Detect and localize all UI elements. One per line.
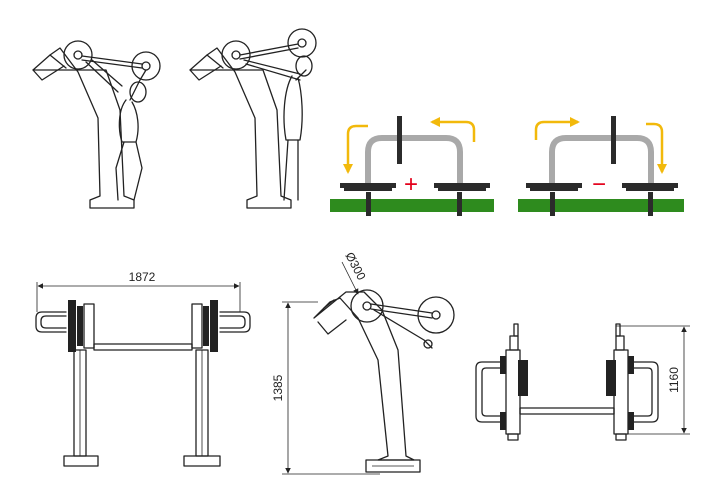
height-dimension-label: 1385	[271, 374, 285, 401]
ground-bar	[518, 199, 684, 212]
usage-figure-end	[189, 28, 317, 209]
increase-symbol: +	[404, 171, 418, 198]
decrease-symbol: −	[592, 171, 606, 198]
load-decrease-indicator: −	[518, 116, 684, 216]
side-view: 1385 Ø300	[271, 250, 455, 475]
ground-bar	[330, 199, 494, 212]
width-dimension-label: 1872	[129, 270, 156, 284]
top-view: 1160	[475, 323, 690, 441]
diameter-dimension-label: Ø300	[342, 250, 368, 283]
depth-dimension-label: 1160	[667, 367, 681, 393]
load-increase-indicator: +	[330, 116, 494, 216]
front-view: 1872	[35, 270, 251, 467]
usage-figure-start	[32, 40, 161, 209]
